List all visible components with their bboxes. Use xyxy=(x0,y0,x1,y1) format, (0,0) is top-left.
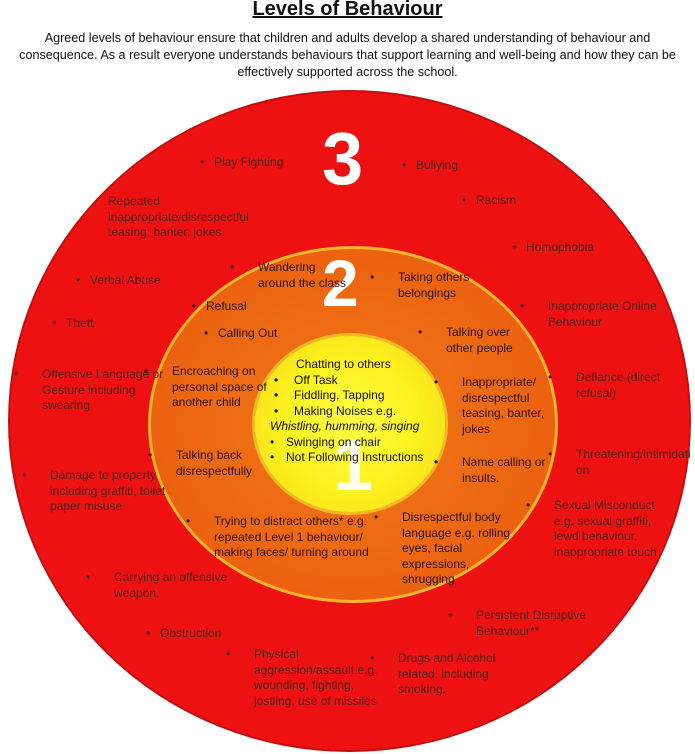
level2-item-calling-out: •Calling Out xyxy=(204,326,278,340)
level-3-number: 3 xyxy=(322,117,364,200)
intro-paragraph: Agreed levels of behaviour ensure that c… xyxy=(19,31,676,79)
level2-item-body-language: •Disrespectful body language e.g. rollin… xyxy=(374,510,511,586)
level1-item-chatting: Chatting to others xyxy=(296,357,391,371)
level3-item-offensive-language: •Offensive Language or Gesture including… xyxy=(14,367,164,412)
level3-item-drugs: •Drugs and Alcohol related, including sm… xyxy=(370,651,496,696)
level1-list: Chatting to others •Off Task •Fiddling, … xyxy=(266,357,441,466)
level1-item-swinging: •Swinging on chair xyxy=(270,434,381,449)
level2-item-encroaching: •Encroaching on personal space of anothe… xyxy=(144,364,267,409)
level2-item-refusal: •Refusal xyxy=(192,299,247,313)
level3-item-damage: •Damage to property including graffiti, … xyxy=(22,468,166,513)
level3-item-sexual: •Sexual Misconduct e.g. sexual graffiti,… xyxy=(526,498,657,559)
level3-item-verbal-abuse: •Verbal Abuse xyxy=(76,273,161,287)
level1-item-fiddling: •Fiddling, Tapping xyxy=(274,388,385,402)
level2-item-talking-over: •Talking over other people xyxy=(418,325,513,355)
level3-item-repeated: Repeated inappropriate/disrespectful tea… xyxy=(108,194,249,239)
level2-item-inappropriate-teasing: •Inappropriate/ disrespectful teasing, b… xyxy=(434,375,545,436)
level3-item-obstruction: •Obstruction xyxy=(146,626,222,640)
level3-item-defiance: •Defiance (direct refusal) xyxy=(548,370,661,400)
level2-item-name-calling: •Name calling or insults. xyxy=(434,455,546,485)
level3-item-homophobia: •Homophobia xyxy=(512,240,595,254)
level2-item-distract: •Trying to distract others* e.g. repeate… xyxy=(186,514,369,559)
level1-item-not-following: •Not Following Instructions xyxy=(270,450,424,464)
page-title: Levels of Behaviour xyxy=(252,0,443,20)
level3-item-bullying: •Bullying xyxy=(402,158,459,172)
level2-item-talking-back: •Talking back disrespectfully xyxy=(148,448,253,478)
level3-item-persistent: •Persistent Disruptive Behaviour** xyxy=(448,608,587,638)
level3-item-physical: •Physical aggression/assault e.g. woundi… xyxy=(226,647,378,708)
level-1-ring xyxy=(252,333,448,515)
level3-item-weapon: •Carrying an offensive weapon. xyxy=(86,570,228,600)
level3-item-play-fighting: •Play Fighting xyxy=(200,155,284,169)
level-2-number: 2 xyxy=(322,246,359,320)
level1-item-noises: •Making Noises e.g. xyxy=(274,403,397,418)
level3-item-online: •Inappropriate Online Behaviour xyxy=(520,299,657,329)
level3-item-theft: •Theft xyxy=(52,316,94,330)
level-1-number: 1 xyxy=(333,426,374,506)
level3-item-racism: •Racism xyxy=(462,193,517,207)
level3-item-threatening: •Threatening/intimidation xyxy=(548,447,691,477)
level2-item-taking: •Taking others belongings xyxy=(370,270,470,300)
level1-item-noises-example: Whistling, humming, singing xyxy=(270,419,420,433)
level2-item-wandering: •Wandering around the class xyxy=(230,260,347,290)
level1-item-off-task: •Off Task xyxy=(274,372,338,387)
